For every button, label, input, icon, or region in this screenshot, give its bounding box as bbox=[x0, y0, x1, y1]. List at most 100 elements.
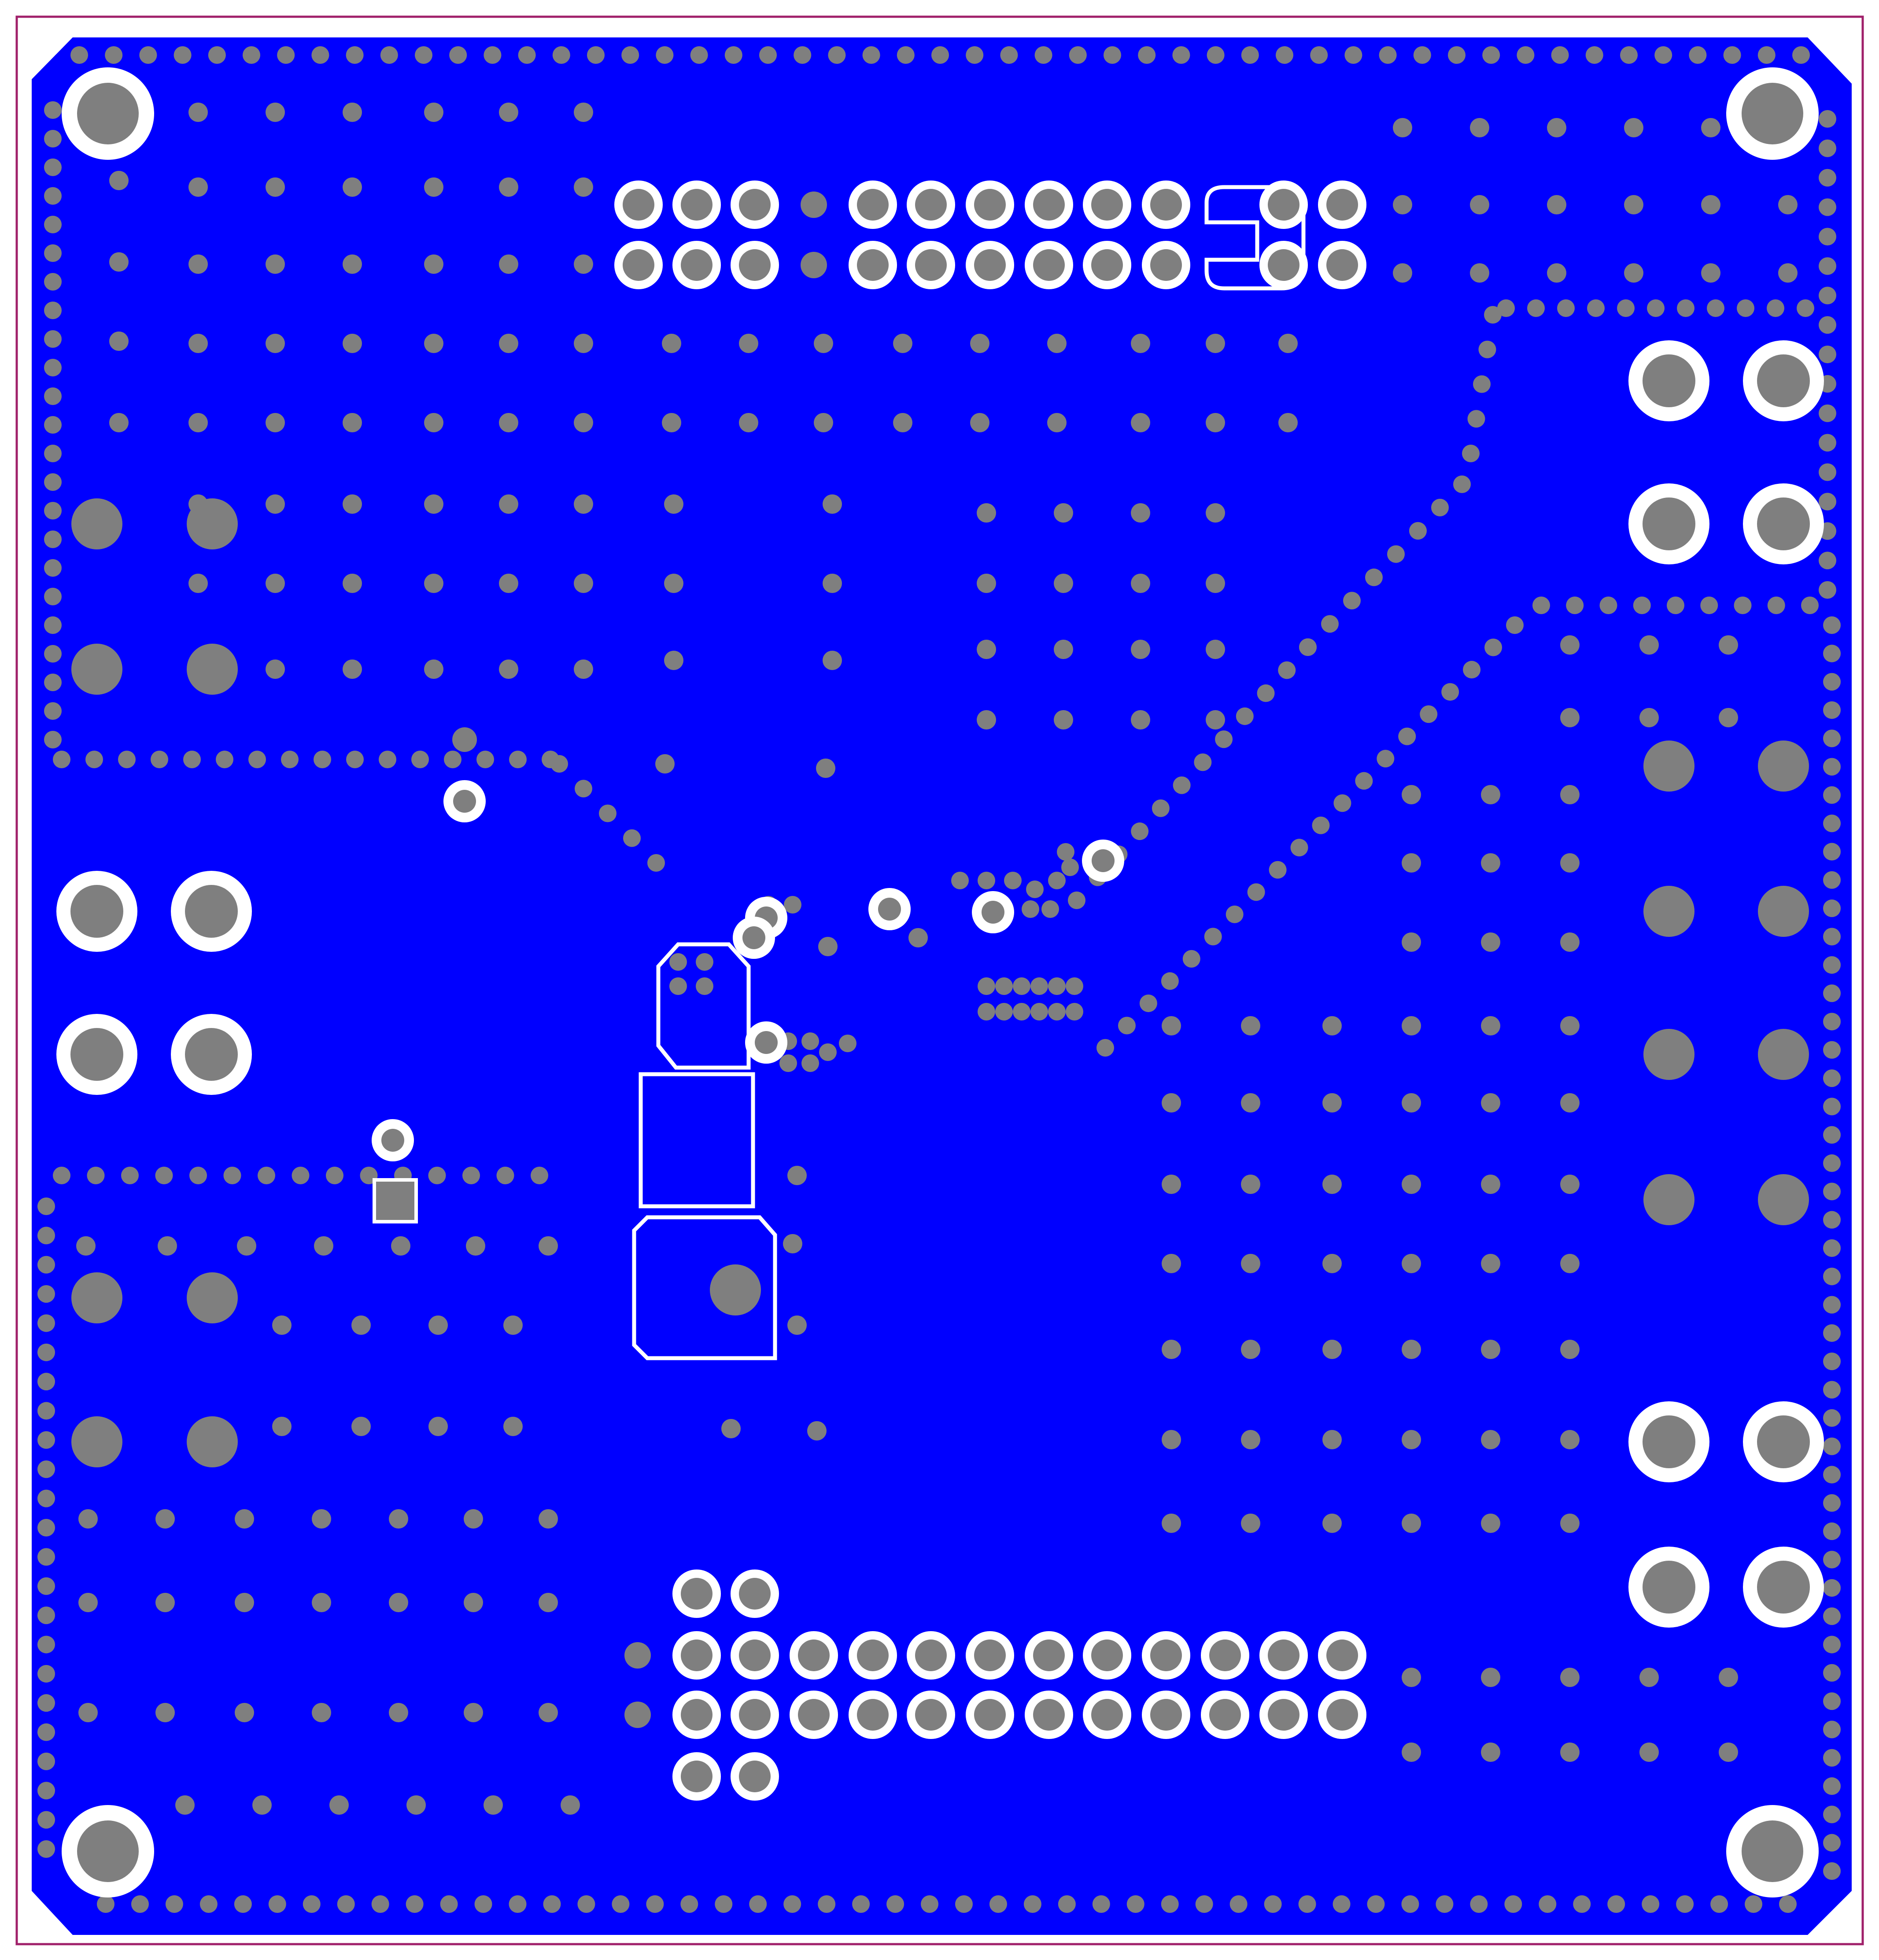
via bbox=[1377, 750, 1395, 768]
via bbox=[37, 1373, 55, 1391]
via bbox=[78, 1509, 98, 1529]
via bbox=[1677, 299, 1694, 317]
via bbox=[1484, 638, 1502, 656]
test-point-drill bbox=[453, 790, 476, 813]
via bbox=[37, 1314, 55, 1332]
via bbox=[37, 1577, 55, 1595]
via bbox=[1823, 1239, 1841, 1257]
via bbox=[1162, 1175, 1181, 1194]
header-bottom-pin bbox=[731, 1752, 779, 1801]
header-top-pin-drill bbox=[857, 189, 889, 221]
via bbox=[1484, 306, 1502, 324]
via bbox=[1322, 1175, 1342, 1194]
header-top-pin bbox=[907, 181, 955, 229]
via bbox=[118, 751, 136, 768]
via bbox=[1131, 574, 1150, 593]
via bbox=[1819, 257, 1836, 275]
header-bottom-pin bbox=[1259, 1631, 1308, 1680]
via bbox=[499, 103, 518, 122]
via bbox=[155, 1593, 175, 1612]
via bbox=[1131, 334, 1150, 353]
via bbox=[893, 334, 912, 353]
via bbox=[977, 640, 996, 659]
via bbox=[574, 574, 593, 593]
header-top-pin-drill bbox=[1150, 249, 1182, 281]
via bbox=[801, 1054, 819, 1072]
header-bottom-pin bbox=[966, 1691, 1014, 1739]
via bbox=[1278, 334, 1298, 353]
via bbox=[484, 1795, 503, 1815]
via bbox=[1560, 1175, 1580, 1194]
via bbox=[188, 413, 208, 432]
board-outline bbox=[15, 15, 1864, 1945]
via bbox=[921, 1895, 939, 1913]
via bbox=[1402, 1430, 1421, 1449]
via bbox=[1054, 574, 1073, 593]
via bbox=[518, 46, 536, 64]
header-top-pin-drill bbox=[1150, 189, 1182, 221]
via bbox=[1312, 816, 1330, 834]
via bbox=[1823, 843, 1841, 861]
via bbox=[109, 332, 129, 351]
via bbox=[243, 46, 260, 64]
via bbox=[664, 574, 683, 593]
via bbox=[1278, 661, 1296, 679]
via bbox=[1823, 1324, 1841, 1342]
pads bbox=[373, 1178, 418, 1223]
via bbox=[252, 1795, 272, 1815]
header-bottom-pin bbox=[731, 1631, 779, 1680]
via bbox=[1823, 1296, 1841, 1314]
header-bottom-pin bbox=[1083, 1691, 1131, 1739]
via bbox=[680, 1895, 698, 1913]
via bbox=[1823, 1834, 1841, 1852]
header-bottom-pin-drill bbox=[915, 1639, 947, 1671]
via bbox=[852, 1895, 870, 1913]
power-terminal-drill bbox=[1757, 1415, 1810, 1468]
header-bottom-pin bbox=[672, 1691, 721, 1739]
via bbox=[346, 751, 364, 768]
via bbox=[1667, 597, 1684, 614]
via bbox=[37, 1606, 55, 1625]
via bbox=[1066, 1003, 1083, 1021]
via bbox=[1560, 853, 1580, 873]
via bbox=[155, 1509, 175, 1529]
via bbox=[1207, 46, 1225, 64]
via bbox=[1138, 46, 1156, 64]
via bbox=[266, 659, 285, 679]
via bbox=[574, 659, 593, 679]
header-bottom-pin bbox=[849, 1631, 897, 1680]
via bbox=[1463, 661, 1481, 679]
via bbox=[44, 588, 62, 605]
via bbox=[1767, 597, 1785, 614]
via bbox=[1639, 1743, 1659, 1762]
via bbox=[995, 1003, 1013, 1021]
via bbox=[1161, 1895, 1179, 1913]
via bbox=[1241, 1175, 1260, 1194]
header-bottom-pin-drill bbox=[857, 1699, 889, 1731]
via bbox=[1131, 822, 1149, 840]
via bbox=[1022, 900, 1039, 918]
via bbox=[696, 953, 713, 971]
via bbox=[1278, 413, 1298, 432]
via bbox=[1560, 635, 1580, 655]
mounting-hole-top-left-drill bbox=[77, 83, 139, 144]
via bbox=[823, 651, 842, 670]
via bbox=[1420, 705, 1438, 723]
via bbox=[1478, 340, 1496, 358]
via bbox=[724, 46, 742, 64]
header-top-pin bbox=[1259, 181, 1308, 229]
via bbox=[343, 334, 362, 353]
via bbox=[1758, 1174, 1809, 1225]
via bbox=[1048, 872, 1066, 889]
via bbox=[1161, 972, 1179, 990]
via bbox=[44, 559, 62, 577]
via bbox=[1310, 46, 1328, 64]
via bbox=[1402, 1016, 1421, 1035]
via bbox=[1823, 758, 1841, 776]
component-pad-outline-2 bbox=[639, 1072, 755, 1208]
via bbox=[109, 252, 129, 272]
header-bottom-pin-drill bbox=[857, 1639, 889, 1671]
via bbox=[424, 494, 443, 514]
via bbox=[174, 46, 192, 64]
via bbox=[710, 1264, 761, 1315]
